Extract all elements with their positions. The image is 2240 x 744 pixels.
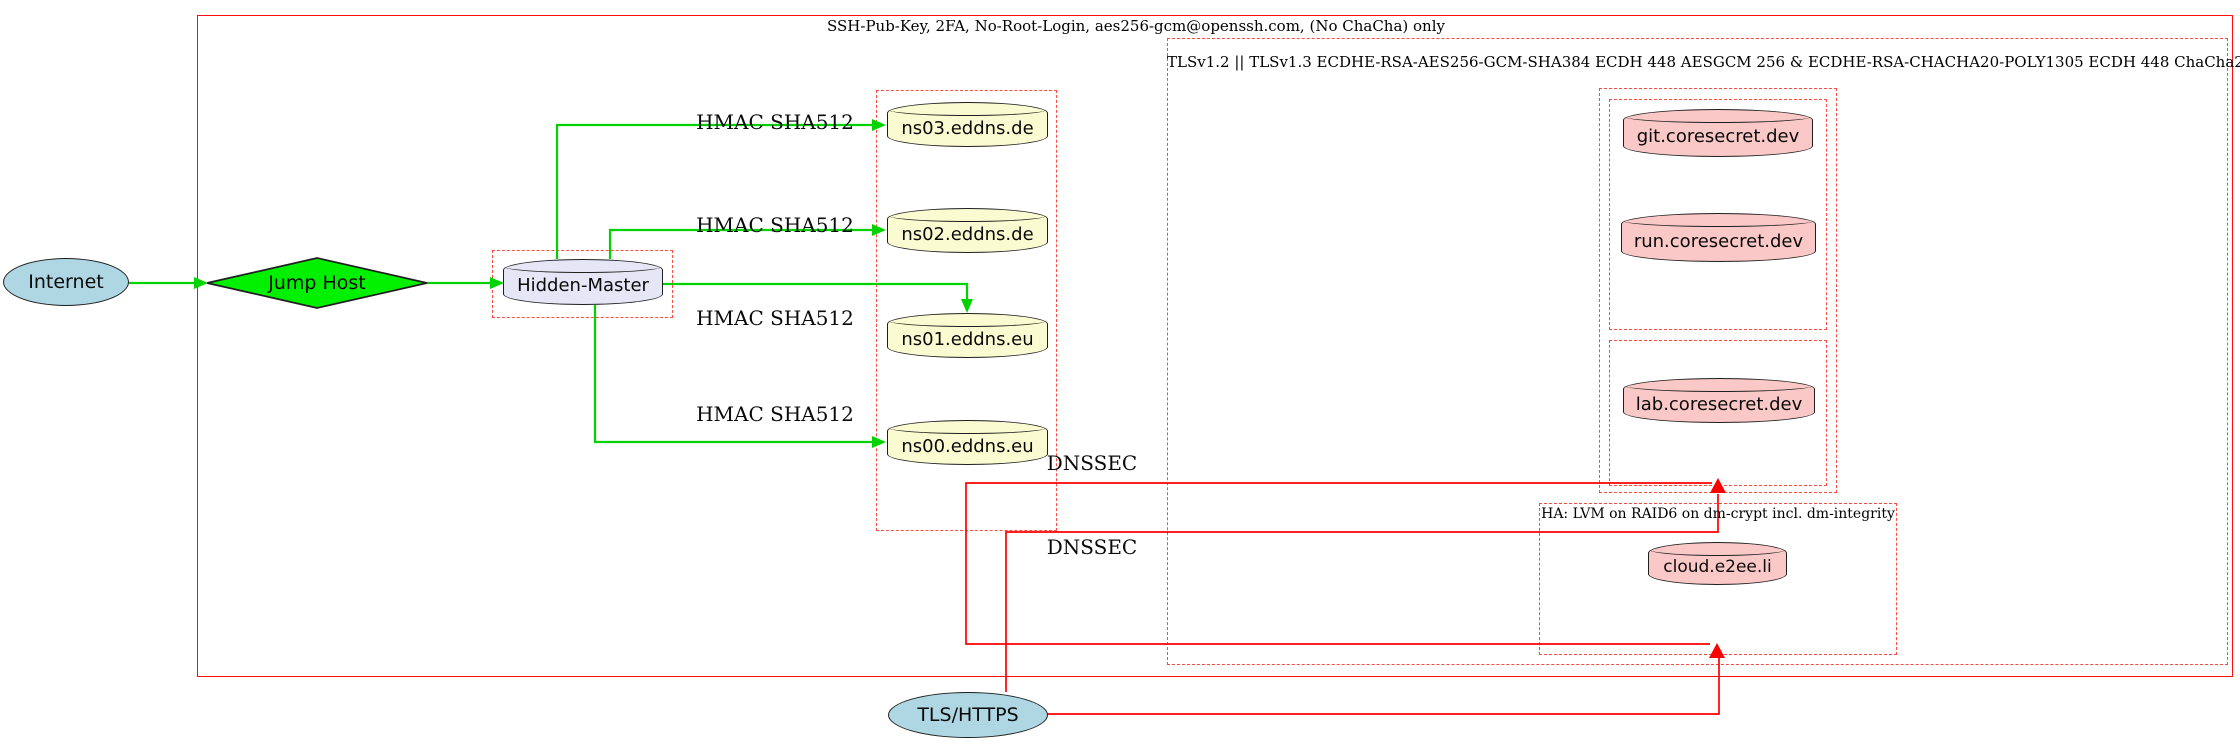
node-ns03: ns03.eddns.de [887, 102, 1048, 147]
node-git: git.coresecret.dev [1623, 109, 1813, 157]
edge-hiddenmaster-to-ns03 [555, 123, 873, 259]
node-ns03-label: ns03.eddns.de [901, 117, 1034, 139]
edge-label-hmac-ns02: HMAC SHA512 [696, 213, 854, 237]
node-ns02-label: ns02.eddns.de [901, 223, 1034, 245]
arrowhead-hiddenmaster [490, 277, 504, 289]
arrowhead-jumphost [194, 277, 208, 289]
node-cloud: cloud.e2ee.li [1648, 542, 1787, 585]
cluster-ha-label: HA: LVM on RAID6 on dm-crypt incl. dm-in… [1541, 506, 1895, 522]
arrowhead-ns03 [872, 119, 886, 131]
edge-tlshttps-to-coresecret [1005, 494, 1719, 692]
node-internet-label: Internet [28, 271, 104, 293]
node-run: run.coresecret.dev [1621, 213, 1816, 262]
arrowhead-coresecret [1710, 478, 1726, 493]
node-ns01-label: ns01.eddns.eu [901, 328, 1034, 350]
node-tls-https-label: TLS/HTTPS [917, 704, 1019, 726]
node-ns00: ns00.eddns.eu [887, 420, 1048, 465]
arrowhead-ns00 [872, 436, 886, 448]
edge-label-dnssec-1: DNSSEC [1046, 451, 1138, 475]
cluster-tls-box [1167, 38, 2228, 665]
cluster-git-run-box [1609, 99, 1827, 330]
node-git-label: git.coresecret.dev [1636, 126, 1800, 147]
cluster-tls-label: TLSv1.2 || TLSv1.3 ECDHE-RSA-AES256-GCM-… [1167, 53, 2240, 71]
edge-label-hmac-ns01: HMAC SHA512 [696, 306, 854, 330]
node-jump-host-label: Jump Host [268, 272, 366, 294]
edge-tlshttps-to-ha [1047, 658, 1720, 715]
node-tls-https: TLS/HTTPS [888, 692, 1048, 738]
node-hidden-master-label: Hidden-Master [517, 275, 649, 296]
node-hidden-master: Hidden-Master [503, 259, 663, 305]
arrowhead-ns02 [872, 224, 886, 236]
edge-dnssec-to-coresecret [965, 482, 1712, 645]
node-lab: lab.coresecret.dev [1623, 378, 1815, 423]
edge-label-hmac-ns00: HMAC SHA512 [696, 402, 854, 426]
edge-hiddenmaster-to-ns00 [593, 305, 873, 444]
node-lab-label: lab.coresecret.dev [1635, 393, 1803, 415]
arrowhead-ns01 [961, 299, 973, 313]
cluster-ssh-box [197, 15, 2233, 677]
node-ns02: ns02.eddns.de [887, 208, 1048, 253]
node-internet: Internet [3, 258, 129, 306]
edge-hiddenmaster-to-ns02 [608, 228, 873, 259]
node-ns01: ns01.eddns.eu [887, 313, 1048, 358]
node-run-label: run.coresecret.dev [1633, 230, 1804, 252]
cluster-ssh-label: SSH-Pub-Key, 2FA, No-Root-Login, aes256-… [827, 17, 1445, 35]
node-cloud-label: cloud.e2ee.li [1663, 557, 1772, 577]
edge-hiddenmaster-to-ns01 [663, 282, 969, 300]
arrowhead-ha [1709, 643, 1725, 658]
edge-label-hmac-ns03: HMAC SHA512 [696, 110, 854, 134]
node-jump-host [206, 257, 428, 309]
edge-label-dnssec-2: DNSSEC [1046, 535, 1138, 559]
node-ns00-label: ns00.eddns.eu [901, 435, 1034, 457]
